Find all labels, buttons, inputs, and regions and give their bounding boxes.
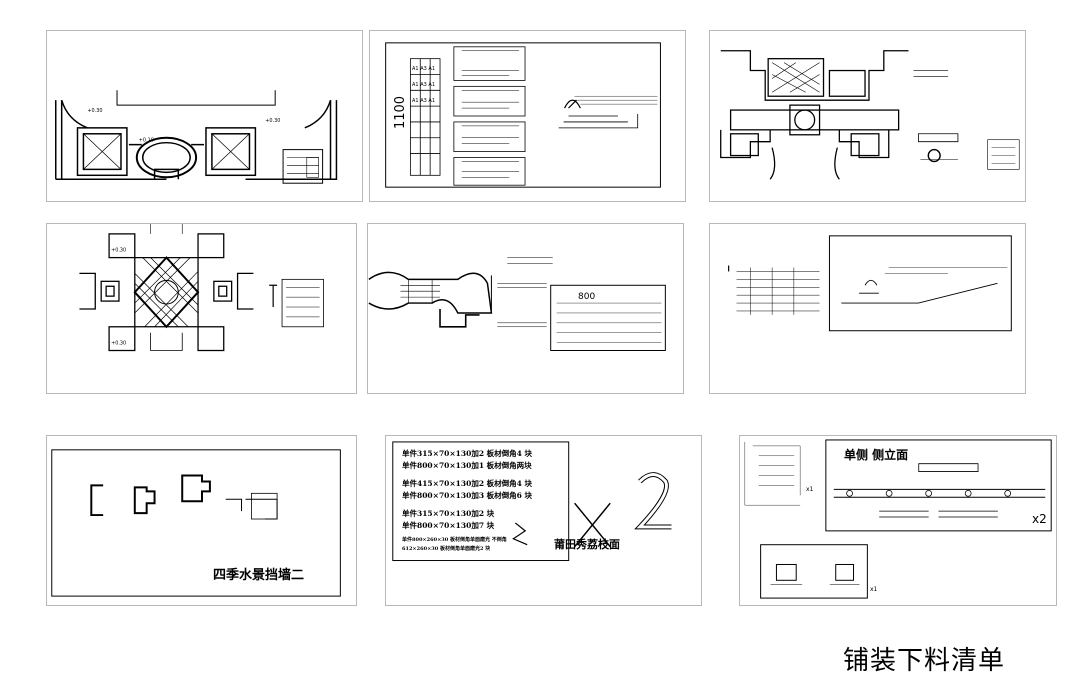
material-list-frame xyxy=(392,441,672,562)
list-item: 单件315×70×130加2 块 xyxy=(402,509,495,518)
grid-label: A3 xyxy=(420,82,427,88)
lattice-plaza-plan: +0.30 +0.30 xyxy=(79,224,324,352)
elevation-title: 单侧 侧立面 xyxy=(844,448,909,462)
grid-label: A1 xyxy=(428,98,436,104)
grid-label: A1 xyxy=(412,66,419,72)
drawing-panel-6[interactable] xyxy=(709,223,1026,394)
drawing-panel-9[interactable]: 单侧 侧立面 x2 x1 x1 xyxy=(739,435,1057,606)
drawing-panel-5[interactable]: 800 xyxy=(367,223,684,394)
list-item: 单件800×70×130加3 板材倒角6 块 xyxy=(402,491,532,500)
ornamental-plan-drawing xyxy=(720,50,1020,180)
svg-text:+0.30: +0.30 xyxy=(265,118,280,124)
list-item: 单件800×260×30 板材倒角单面磨光 不倒角 xyxy=(402,537,507,543)
grid-label: A1 xyxy=(412,98,419,104)
water-wall-detail-drawing xyxy=(51,449,341,597)
svg-text:+0.30: +0.30 xyxy=(87,108,102,114)
dimension-label: 800 xyxy=(578,292,596,302)
grid-label: A3 xyxy=(420,98,427,104)
curved-path-drawing xyxy=(368,257,666,351)
svg-text:+0.30: +0.30 xyxy=(111,341,126,347)
drawing-panel-1[interactable]: +0.30 +0.30 +0.10 xyxy=(46,30,363,202)
drawing-panel-3[interactable] xyxy=(709,30,1026,202)
multiplier-x2: x2 xyxy=(1032,512,1047,526)
grid-label: A3 xyxy=(420,66,427,72)
multiplier-x1: x1 xyxy=(806,486,814,493)
dimension-label: 1100 xyxy=(393,95,409,130)
list-item: 单件800×70×130加1 板材倒角两块 xyxy=(402,461,532,470)
drawing-caption: 四季水景挡墙二 xyxy=(213,568,305,583)
list-item: 单件315×70×130加2 板材倒角4 块 xyxy=(402,449,532,458)
schedule-section-drawing xyxy=(728,235,1012,332)
list-item: 单件800×70×130加7 块 xyxy=(402,521,495,530)
list-item: 612×260×30 板材倒角单面磨光2 块 xyxy=(402,546,491,552)
page-title: 铺装下料清单 xyxy=(843,646,1006,676)
grid-label: A1 xyxy=(428,66,436,72)
drawing-panel-8[interactable]: 单件315×70×130加2 板材倒角4 块 单件800×70×130加1 板材… xyxy=(385,435,702,606)
drawing-panel-7[interactable]: 四季水景挡墙二 xyxy=(46,435,357,606)
paving-grid-drawing xyxy=(385,42,661,188)
svg-text:+0.30: +0.30 xyxy=(111,248,126,254)
side-elevation-drawing xyxy=(744,439,1052,599)
fountain-plan-drawing: +0.30 +0.30 +0.10 xyxy=(55,90,338,184)
material-list: 单件315×70×130加2 板材倒角4 块 单件800×70×130加1 板材… xyxy=(402,448,532,554)
list-item: 单件415×70×130加2 板材倒角4 块 xyxy=(402,479,532,488)
grid-labels: A1 A3 A1 A1 A3 A1 A1 A3 A1 xyxy=(412,65,442,105)
grid-label: A1 xyxy=(412,82,419,88)
grid-label: A1 xyxy=(428,82,436,88)
drawing-panel-2[interactable]: 1100 A1 A3 A1 A1 A3 A1 A1 A3 A1 xyxy=(369,30,686,202)
drawing-panel-4[interactable]: +0.30 +0.30 xyxy=(46,223,357,394)
stone-finish-caption: 莆田秀荔枝面 xyxy=(554,538,620,551)
svg-text:+0.10: +0.10 xyxy=(139,138,154,144)
multiplier-x1: x1 xyxy=(870,586,878,593)
